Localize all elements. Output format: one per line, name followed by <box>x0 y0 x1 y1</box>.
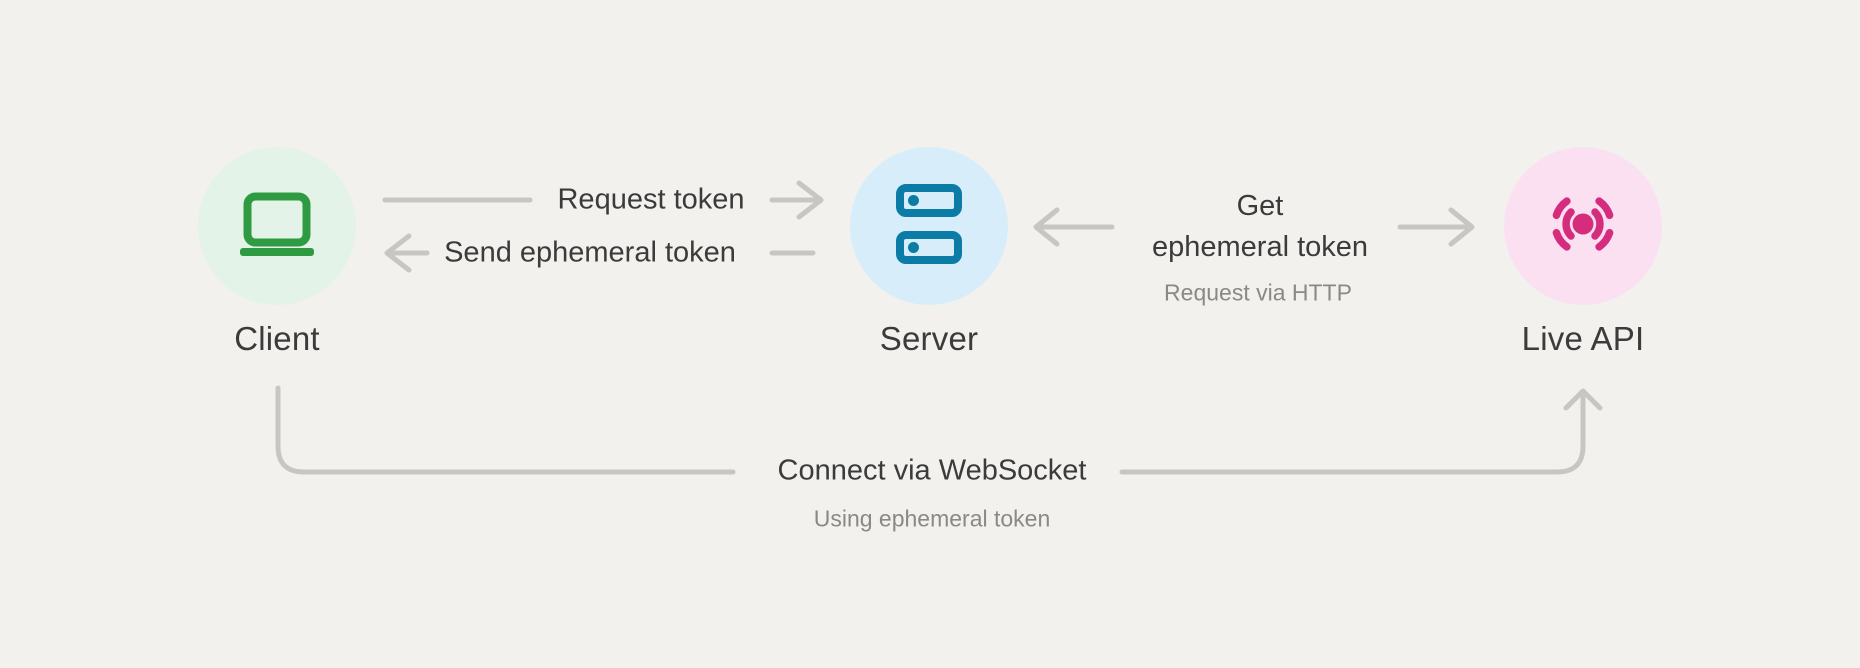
connect-websocket-line <box>275 385 1603 475</box>
node-live-api <box>1504 147 1662 305</box>
send-ephemeral-token-label: Send ephemeral token <box>444 236 736 269</box>
node-server <box>850 147 1008 305</box>
server-circle <box>850 147 1008 305</box>
client-label: Client <box>234 320 320 357</box>
request-token-label: Request token <box>557 183 745 216</box>
using-ephemeral-token-sublabel: Using ephemeral token <box>813 505 1051 532</box>
send-ephemeral-token-arrow <box>384 233 816 273</box>
connect-websocket-label: Connect via WebSocket <box>777 454 1087 487</box>
server-rack-icon <box>896 183 962 269</box>
laptop-icon <box>239 192 315 261</box>
get-ephemeral-token-arrow <box>1033 207 1475 247</box>
get-ephemeral-token-label-line2: ephemeral token <box>1151 231 1369 263</box>
get-ephemeral-token-label: Get ephemeral token <box>1152 186 1368 268</box>
server-label: Server <box>879 320 979 357</box>
request-token-arrow <box>382 180 824 220</box>
node-client <box>198 147 356 305</box>
live-broadcast-icon <box>1547 188 1619 265</box>
client-circle <box>198 147 356 305</box>
live-api-circle <box>1504 147 1662 305</box>
live-api-label: Live API <box>1521 320 1645 357</box>
request-via-http-sublabel: Request via HTTP <box>1164 279 1352 306</box>
get-ephemeral-token-label-line1: Get <box>1236 190 1284 222</box>
